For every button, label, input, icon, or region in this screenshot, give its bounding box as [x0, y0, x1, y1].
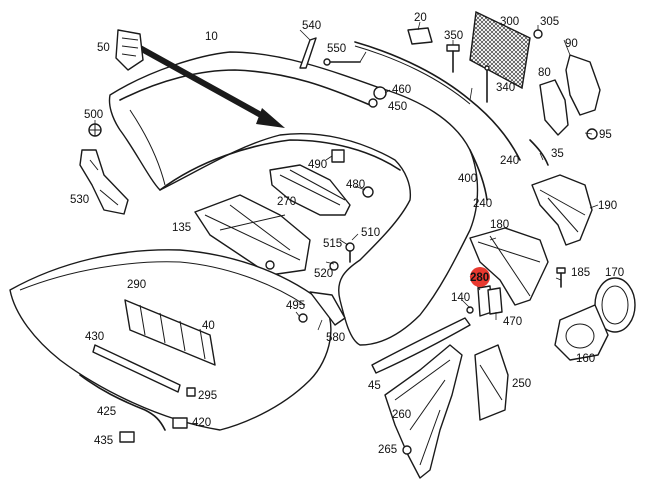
callout-50: 50 — [97, 42, 110, 54]
part-305-screw — [533, 29, 543, 39]
callout-540: 540 — [302, 20, 321, 32]
part-260-bracket — [384, 344, 463, 479]
callout-490: 490 — [308, 159, 327, 171]
part-420-sensor — [172, 417, 188, 429]
callout-420: 420 — [192, 417, 211, 429]
part-190-bracket — [531, 174, 593, 246]
callout-10: 10 — [205, 31, 218, 43]
part-460-clip — [368, 86, 387, 108]
callout-35: 35 — [551, 148, 564, 160]
callout-240-b: 240 — [473, 198, 492, 210]
callout-520: 520 — [314, 268, 333, 280]
arrow-indicator — [138, 45, 285, 128]
part-180-bracket — [469, 227, 549, 306]
callout-180: 180 — [490, 219, 509, 231]
part-425-wire — [79, 374, 166, 431]
part-80-trim — [539, 79, 569, 136]
callout-470: 470 — [503, 316, 522, 328]
callout-265: 265 — [378, 444, 397, 456]
part-240-trim-strip — [354, 41, 521, 201]
callout-515: 515 — [323, 238, 342, 250]
callout-80: 80 — [538, 67, 551, 79]
callout-550: 550 — [327, 43, 346, 55]
callout-160: 160 — [576, 353, 595, 365]
callout-435: 435 — [94, 435, 113, 447]
callout-190: 190 — [598, 200, 617, 212]
callout-460: 460 — [392, 84, 411, 96]
callout-425: 425 — [97, 406, 116, 418]
part-135-carrier-bracket — [194, 194, 311, 276]
callout-500: 500 — [84, 109, 103, 121]
part-270-absorber — [269, 164, 351, 216]
callout-350: 350 — [444, 30, 463, 42]
callout-135: 135 — [172, 222, 191, 234]
part-50-bracket — [115, 29, 144, 71]
callout-140: 140 — [451, 292, 470, 304]
part-250-plate — [474, 344, 509, 421]
callout-170: 170 — [605, 267, 624, 279]
part-520-nut — [329, 261, 339, 271]
callout-580: 580 — [326, 332, 345, 344]
part-435-connector — [119, 431, 135, 443]
callout-250: 250 — [512, 378, 531, 390]
part-580-bracket — [309, 291, 346, 326]
callout-280[interactable]: 280 — [470, 272, 489, 284]
part-35-strip — [529, 139, 549, 166]
part-470-plate — [487, 287, 503, 315]
callout-300: 300 — [500, 16, 519, 28]
callout-290: 290 — [127, 279, 146, 291]
part-295-clip — [186, 387, 196, 397]
callout-185: 185 — [571, 267, 590, 279]
part-430-strip — [92, 344, 181, 393]
part-20-bracket — [407, 27, 433, 45]
callout-40: 40 — [202, 320, 215, 332]
callout-260: 260 — [392, 409, 411, 421]
callout-305: 305 — [540, 16, 559, 28]
part-550-bolt — [323, 58, 361, 66]
highlight-marker-280 — [470, 267, 490, 287]
callout-510: 510 — [361, 227, 380, 239]
part-140-clip — [466, 306, 474, 314]
callout-400: 400 — [458, 173, 477, 185]
leader-lines — [94, 21, 599, 331]
part-350-bolt — [446, 44, 460, 73]
part-515-bolt — [345, 242, 355, 263]
callout-295: 295 — [198, 390, 217, 402]
part-500-clip — [88, 123, 102, 137]
callout-530: 530 — [70, 194, 89, 206]
part-185-screw — [556, 267, 566, 288]
part-160-housing — [554, 304, 609, 361]
callout-labels: 10 20 35 40 45 50 80 90 95 135 140 160 1… — [70, 12, 624, 456]
part-90-cover — [565, 54, 601, 116]
part-45-trim — [371, 317, 471, 374]
part-530-side-bracket — [79, 149, 129, 215]
callout-90: 90 — [565, 38, 578, 50]
callout-480: 480 — [346, 179, 365, 191]
part-495-clip — [298, 313, 308, 323]
part-540-strip — [299, 37, 317, 69]
callout-20: 20 — [414, 12, 427, 24]
part-290-grille-insert — [124, 299, 216, 366]
part-265-screw — [402, 445, 412, 455]
callout-45: 45 — [368, 380, 381, 392]
callout-270: 270 — [277, 196, 296, 208]
part-490-cap — [331, 149, 345, 163]
part-300-grille — [469, 10, 531, 90]
callout-95: 95 — [599, 129, 612, 141]
callout-240-a: 240 — [500, 155, 519, 167]
callout-495: 495 — [286, 300, 305, 312]
callout-430: 430 — [85, 331, 104, 343]
callout-340: 340 — [496, 82, 515, 94]
callout-450: 450 — [388, 101, 407, 113]
part-480-nut — [362, 186, 374, 198]
